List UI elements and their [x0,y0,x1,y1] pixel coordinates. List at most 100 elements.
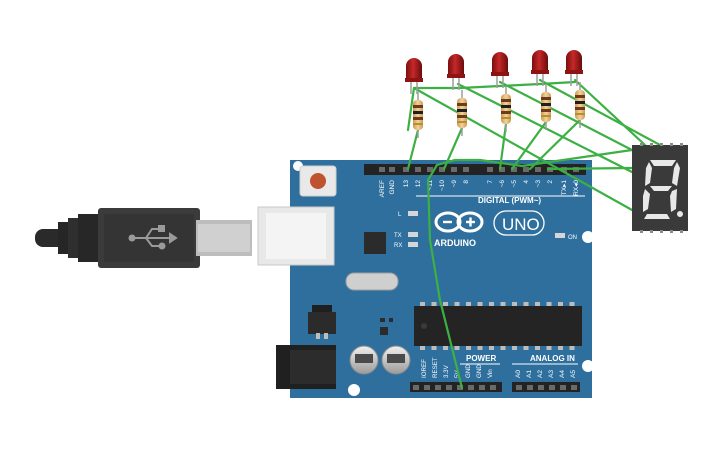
digital-pin-hole[interactable] [415,167,421,172]
digital-pin-hole[interactable] [451,167,457,172]
resistor[interactable] [413,92,423,138]
digital-pin-hole[interactable] [511,167,517,172]
power-header [410,382,502,392]
power-pin-hole[interactable] [479,385,485,390]
digital-pin-label: ~9 [451,180,458,188]
digital-pin-hole[interactable] [499,167,505,172]
digital-pin-label: 2 [547,180,554,184]
analog-header-label: ANALOG IN [530,354,575,363]
led-l-indicator [408,211,418,216]
analog-pin-hole[interactable] [516,385,522,390]
power-pin-hole[interactable] [457,385,463,390]
analog-pin-label: A0 [515,370,522,378]
wire-r5-pin4 [528,118,582,171]
usb-symbol-icon [128,225,178,250]
seven-segment-display[interactable]: 0 [0,0,688,233]
power-pin-hole[interactable] [468,385,474,390]
digital-pin-label: ~3 [535,180,542,188]
led-tx-indicator [408,232,418,237]
analog-pin-hole[interactable] [538,385,544,390]
power-pin-hole[interactable] [413,385,419,390]
usb-cable[interactable] [35,208,252,268]
wire-led2-display [456,82,634,174]
power-pin-label: RESET [432,357,439,378]
wire-led5-display [573,78,647,147]
power-pin-hole[interactable] [435,385,441,390]
wire-gnd-to-power [426,163,464,390]
digital-pin-label: 13 [403,180,410,188]
analog-pin-label: A4 [559,370,566,378]
led-rx-label: RX [394,243,402,249]
usb-chip [364,232,386,254]
digital-pin-label: ~11 [427,180,434,191]
crystal [345,272,399,291]
digital-pin-label: RX◂0 [573,180,580,196]
digital-pin-hole[interactable] [389,167,395,172]
digital-header-label: DIGITAL (PWM~) [478,196,541,205]
analog-pin-label: A1 [526,370,533,378]
digital-pin-hole[interactable] [463,167,469,172]
analog-pin-label: A2 [537,370,544,378]
digital-pin-hole[interactable] [379,167,385,172]
wire-led3-display [498,80,634,152]
dc-power-jack [276,345,336,389]
red-led[interactable] [405,58,423,94]
brand-label: ARDUINO [434,238,476,248]
red-led[interactable] [447,54,465,90]
power-pin-hole[interactable] [446,385,452,390]
wire-r3-pin7 [498,122,508,171]
model-label: UNO [502,215,540,234]
digital-pin-hole[interactable] [487,167,493,172]
power-header-label: POWER [466,354,496,363]
digital-pin-label: ~6 [499,180,506,188]
analog-pin-hole[interactable] [527,385,533,390]
reset-button[interactable] [299,165,337,197]
red-led[interactable] [565,50,583,86]
led-tx-label: TX [394,233,402,239]
red-led[interactable] [491,52,509,88]
digital-pin-label: ~10 [439,180,446,191]
digital-pin-label: 7 [487,180,494,184]
voltage-regulator [308,305,336,339]
power-pin-label: IOREF [421,359,428,378]
digital-pin-hole[interactable] [427,167,433,172]
analog-pin-hole[interactable] [571,385,577,390]
digital-pin-label: 8 [463,180,470,184]
digital-pin-label: ~5 [511,180,518,188]
resistor[interactable] [457,90,467,136]
red-led[interactable] [531,50,549,86]
resistor[interactable] [541,84,551,130]
digital-pin-hole[interactable] [535,167,541,172]
capacitor-1 [349,345,379,375]
power-pin-label: GND [476,364,483,378]
wire-led1-display [412,86,634,212]
wire-disp-to-pin [546,166,634,171]
power-pin-hole[interactable] [424,385,430,390]
digital-header [364,164,586,175]
power-pin-label: 3.3V [443,364,450,378]
digital-pin-label: 12 [415,180,422,188]
on-label: ON [568,235,577,241]
digital-pin-label: TX▸1 [561,180,568,196]
atmega-chip [414,302,582,350]
digit-segments [643,160,683,219]
wire-r1-pin13 [406,128,420,171]
analog-pin-hole[interactable] [560,385,566,390]
digital-pin-hole[interactable] [439,167,445,172]
analog-pin-hole[interactable] [549,385,555,390]
wire-display-common [435,148,634,168]
resistor[interactable] [575,82,585,128]
digital-pin-label: GND [389,180,396,195]
digital-pin-hole[interactable] [403,167,409,172]
power-on-indicator [555,233,565,238]
led-rx-indicator [408,242,418,247]
wire-led4-display [538,78,662,147]
capacitor-2 [381,345,411,375]
analog-pin-label: A5 [570,370,577,378]
wires [406,78,662,390]
resistor[interactable] [501,86,511,132]
digital-pin-hole[interactable] [523,167,529,172]
power-pin-hole[interactable] [490,385,496,390]
analog-pin-label: A3 [548,370,555,378]
